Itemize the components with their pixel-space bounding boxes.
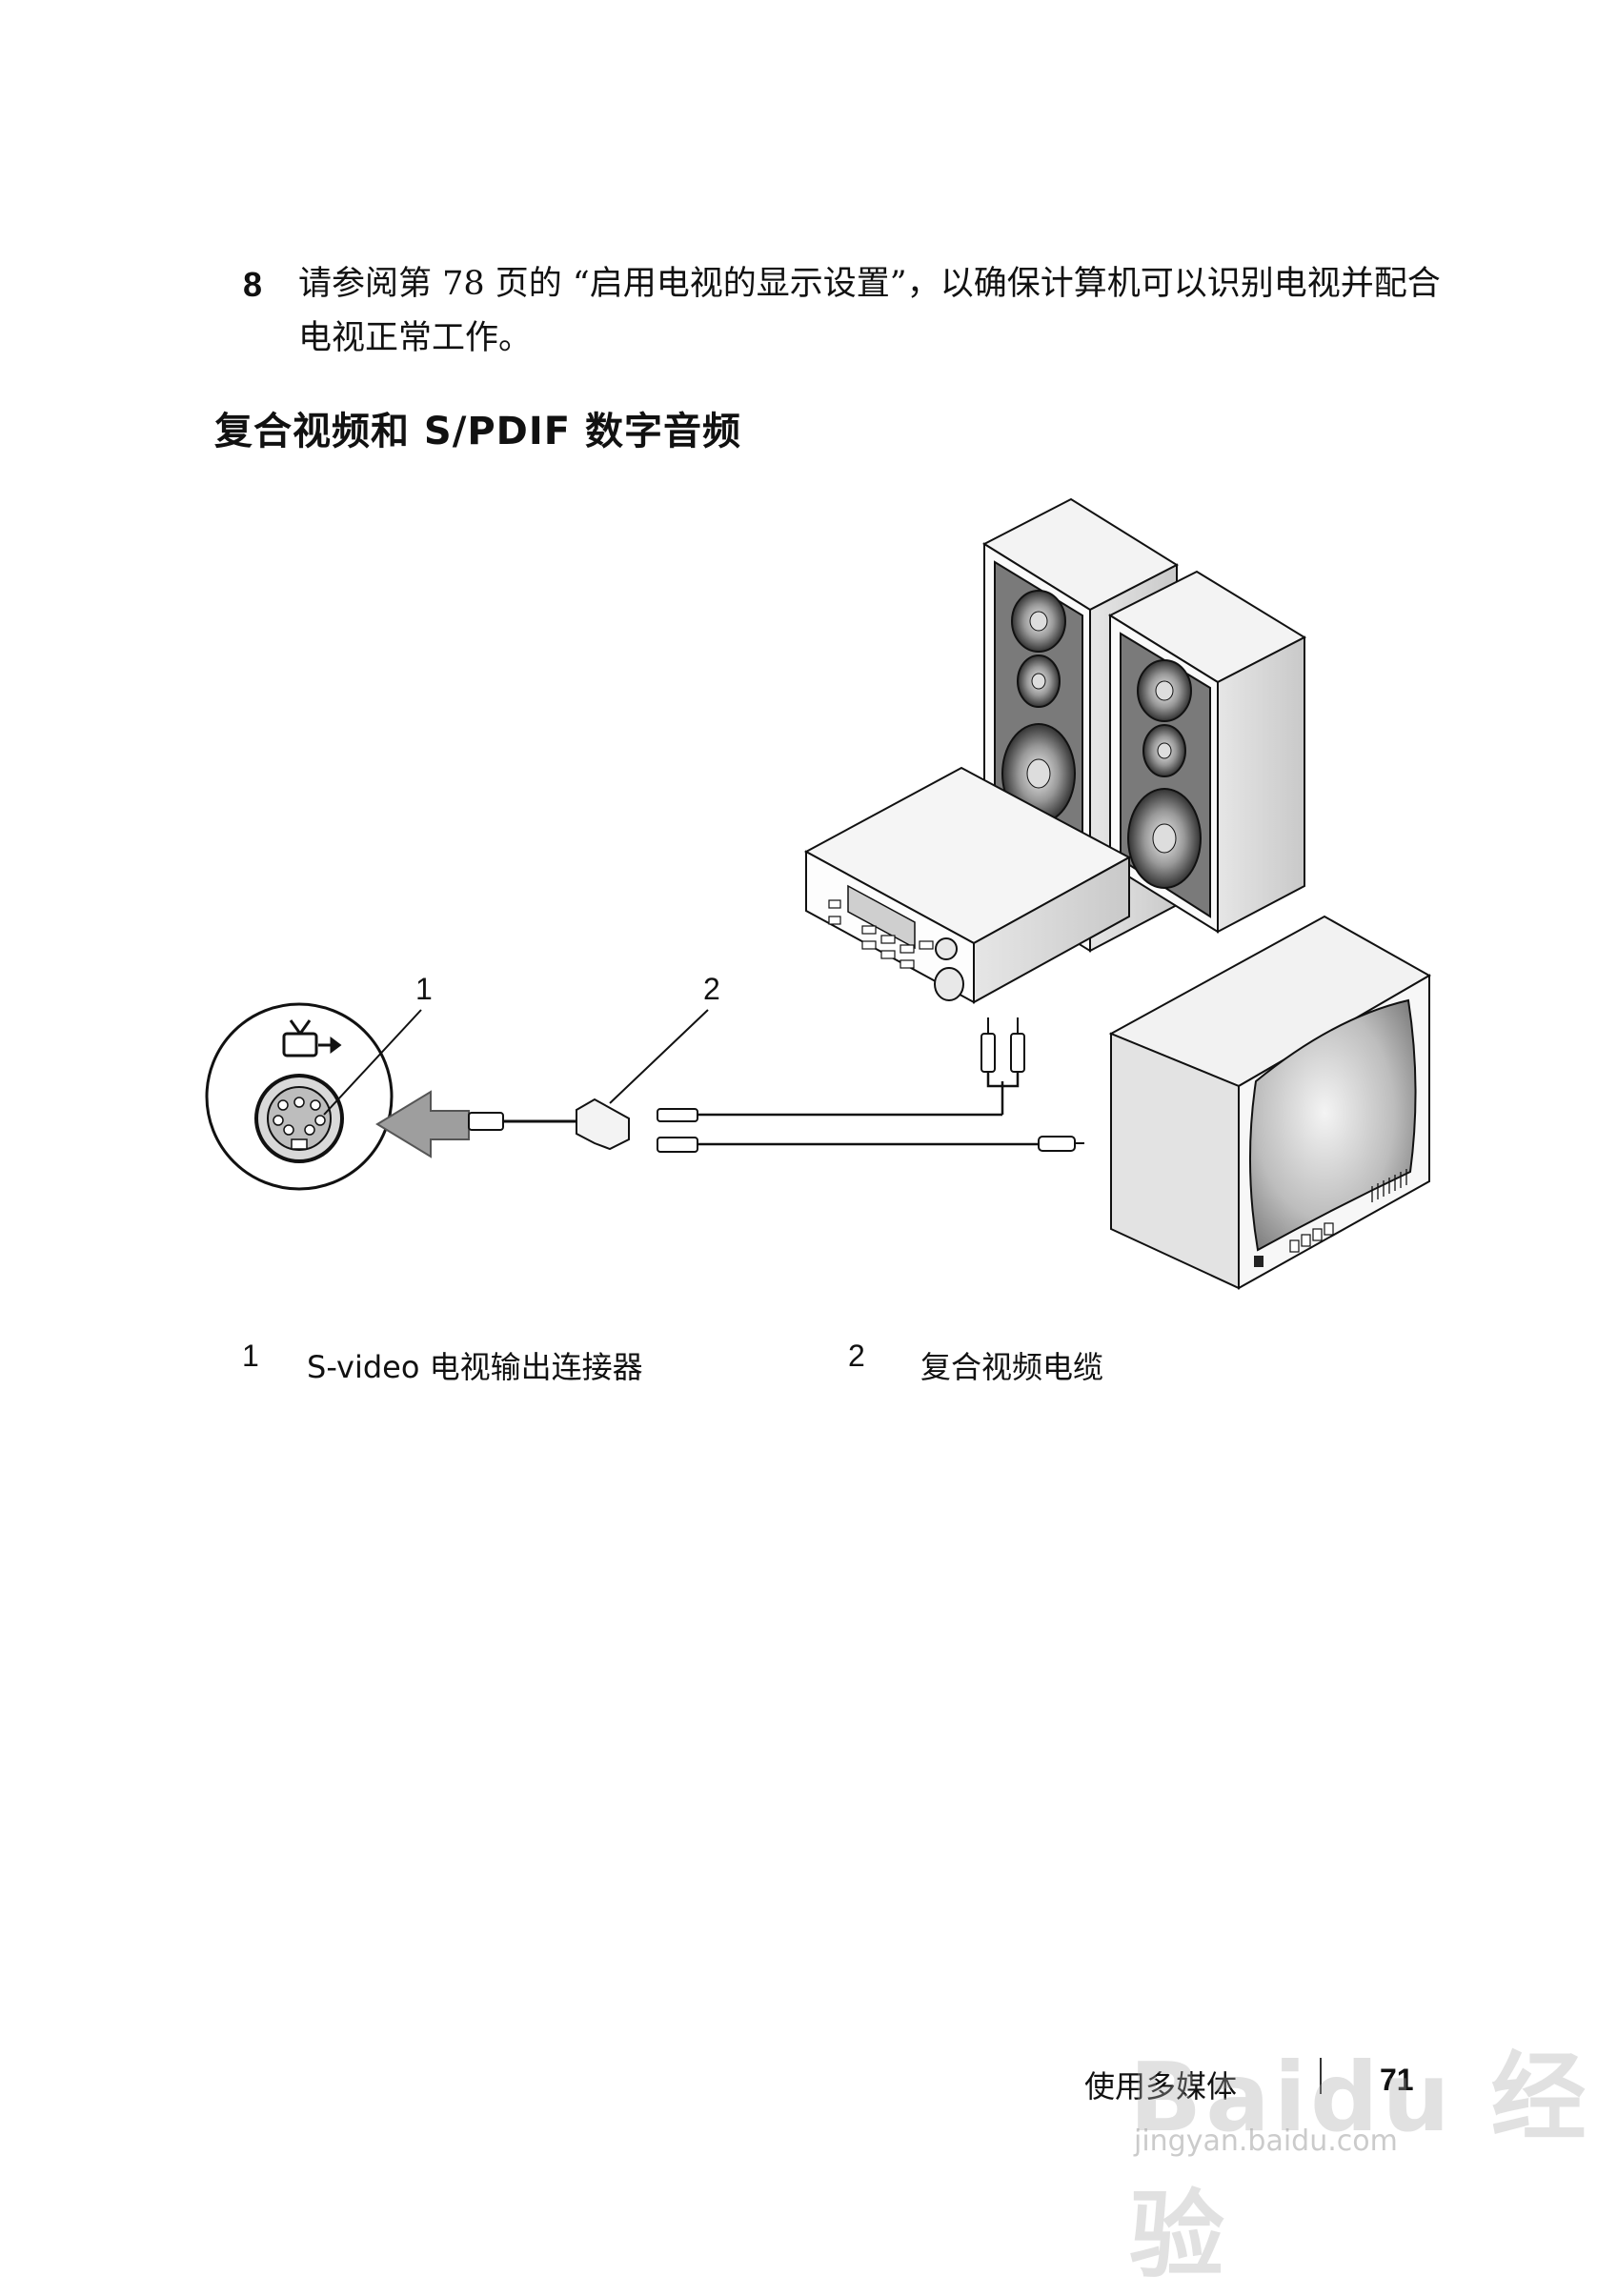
speaker-right (1107, 570, 1307, 934)
s-video-connector-closeup (205, 1002, 394, 1191)
audio-receiver (803, 766, 1132, 1004)
television (1108, 915, 1432, 1290)
callout-2: 2 (703, 972, 720, 1006)
tv-out-icon (282, 1019, 342, 1057)
footer-divider (1320, 2058, 1322, 2094)
connection-diagram (205, 497, 1432, 1290)
watermark-logo: Baidu 经验 (1129, 2042, 1590, 2291)
footer-section-title: 使用多媒体 (1084, 2068, 1238, 2105)
caption-number: 1 (242, 1339, 259, 1373)
composite-video-cable (468, 1017, 1084, 1153)
caption-text: S-video 电视输出连接器 (307, 1349, 643, 1385)
watermark-url: jingyan.baidu.com (1134, 2125, 1398, 2158)
caption-number: 2 (848, 1339, 865, 1373)
page-number: 71 (1380, 2063, 1414, 2097)
section-title: 复合视频和 S/PDIF 数字音频 (214, 410, 741, 453)
step-number: 8 (243, 265, 263, 304)
callout-1: 1 (415, 972, 433, 1006)
caption-text: 复合视频电缆 (920, 1349, 1104, 1385)
step-text: 请参阅第 78 页的 “启用电视的显示设置”，以确保计算机可以识别电视并配合电视… (298, 265, 1441, 357)
